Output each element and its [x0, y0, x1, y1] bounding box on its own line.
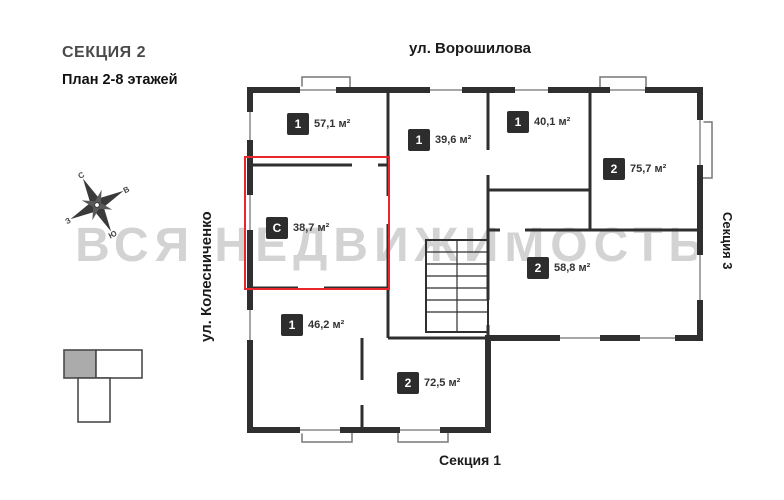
apartment-area: 46,2 м²	[308, 319, 345, 331]
section-label-3: Секция 3	[720, 212, 735, 270]
room-count-badge: 1	[287, 113, 309, 135]
apartment-unit-46-2[interactable]: 1 46,2 м²	[281, 314, 344, 336]
apartment-area: 58,8 м²	[554, 262, 591, 274]
compass-north-label: С	[77, 170, 87, 181]
apartment-unit-40-1[interactable]: 1 40,1 м²	[507, 111, 570, 133]
room-count-badge: 2	[527, 257, 549, 279]
apartment-area: 39,6 м²	[435, 134, 472, 146]
compass-east-label: В	[122, 185, 132, 196]
street-label-voroshilova: ул. Ворошилова	[409, 40, 531, 57]
building-position-minimap	[63, 349, 143, 423]
apartment-unit-38-7-selected[interactable]: С 38,7 м²	[266, 217, 329, 239]
apartment-unit-58-8[interactable]: 2 58,8 м²	[527, 257, 590, 279]
apartment-area: 40,1 м²	[534, 116, 571, 128]
room-count-badge: С	[266, 217, 288, 239]
apartment-unit-75-7[interactable]: 2 75,7 м²	[603, 158, 666, 180]
apartment-area: 72,5 м²	[424, 377, 461, 389]
stairwell	[425, 239, 489, 333]
section-label-1: Секция 1	[439, 452, 501, 468]
section-title: СЕКЦИЯ 2	[62, 44, 147, 61]
room-count-badge: 2	[603, 158, 625, 180]
minimap-section-1	[77, 377, 111, 423]
compass-south-label: Ю	[107, 229, 119, 241]
street-label-kolesnichenko: ул. Колесниченко	[198, 211, 215, 342]
apartment-unit-57-1[interactable]: 1 57,1 м²	[287, 113, 350, 135]
minimap-section-3	[95, 349, 143, 379]
apartment-area: 57,1 м²	[314, 118, 351, 130]
room-count-badge: 1	[408, 129, 430, 151]
selected-apartment-outline	[244, 156, 390, 290]
room-count-badge: 2	[397, 372, 419, 394]
apartment-area: 38,7 м²	[293, 222, 330, 234]
apartment-unit-39-6[interactable]: 1 39,6 м²	[408, 129, 471, 151]
plan-subtitle: План 2-8 этажей	[62, 72, 178, 88]
minimap-current-section	[63, 349, 97, 379]
compass-west-label: З	[64, 216, 73, 226]
window-lines	[249, 89, 701, 431]
compass-rose-icon: С В Ю З	[64, 170, 132, 241]
room-count-badge: 1	[507, 111, 529, 133]
apartment-area: 75,7 м²	[630, 163, 667, 175]
room-count-badge: 1	[281, 314, 303, 336]
apartment-unit-72-5[interactable]: 2 72,5 м²	[397, 372, 460, 394]
